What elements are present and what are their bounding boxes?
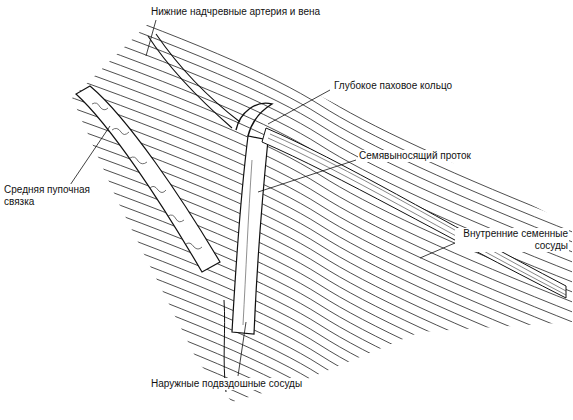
epigastric-vessels [148,34,240,128]
part-label: Глубокое паховое кольцо [333,80,453,92]
part-label: Средняя пупочная связка [3,184,99,208]
part-label: Нижние надчревные артерия и вена [150,6,321,18]
part-label: Семявыносящий проток [358,150,472,162]
spermatic-vessels [262,128,566,298]
leader-lines [64,20,462,376]
vas-deferens [232,136,268,334]
part-label: Внутренние семенные сосуды [455,228,569,252]
hatching [50,0,573,420]
ligament-texture [92,103,202,249]
part-label: Наружные подвздошные сосуды [150,378,303,390]
vessel-texture [268,134,566,295]
vas-texture [243,160,252,325]
umbilical-ligament [76,86,220,272]
